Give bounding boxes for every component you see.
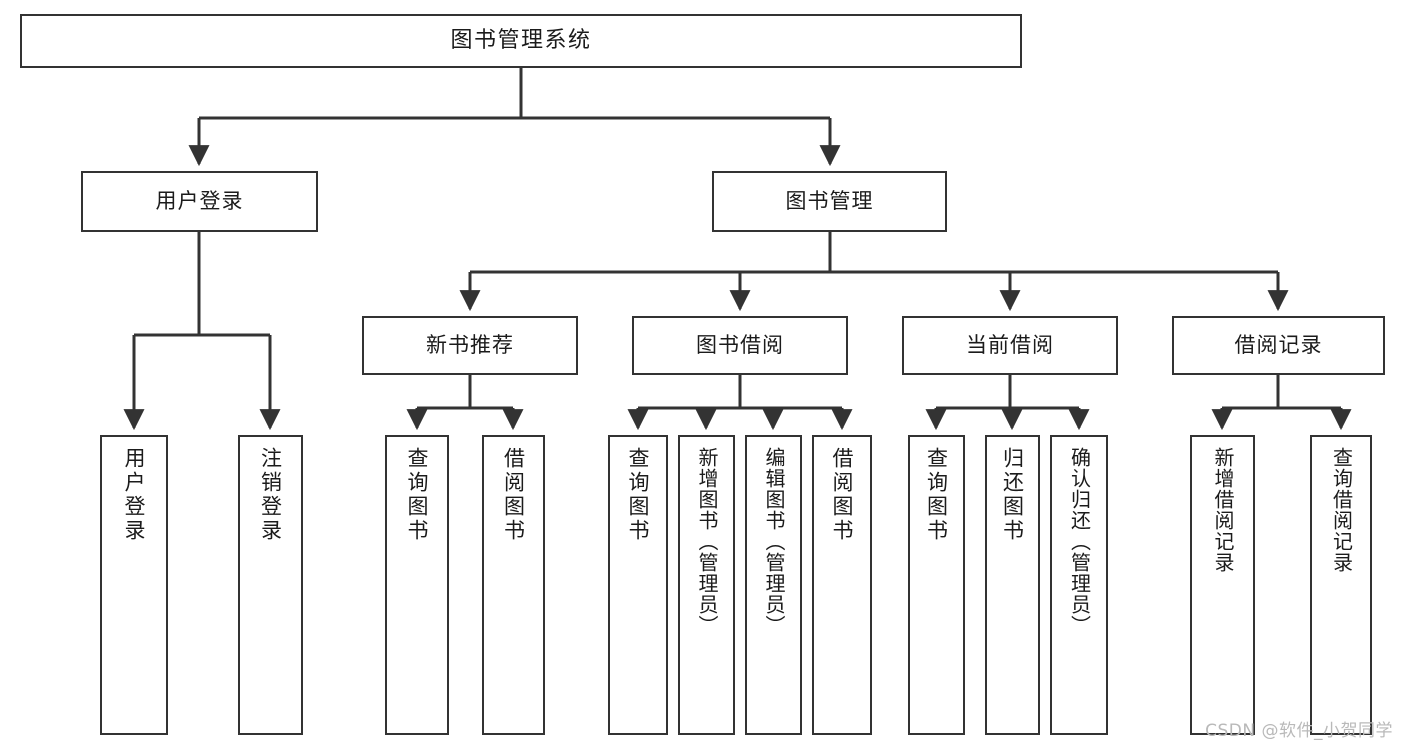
node-label: 编辑图书（管理员） bbox=[762, 447, 786, 636]
leaf-user-login[interactable]: 用户登录 bbox=[100, 435, 168, 735]
node-label: 查询图书 bbox=[924, 447, 949, 543]
node-root-book-management-system[interactable]: 图书管理系统 bbox=[20, 14, 1022, 68]
node-label: 查询图书 bbox=[626, 447, 651, 543]
node-current-borrow[interactable]: 当前借阅 bbox=[902, 316, 1118, 375]
leaf-borrow-book-recommend[interactable]: 借阅图书 bbox=[482, 435, 545, 735]
node-label: 用户登录 bbox=[122, 447, 147, 543]
node-label: 图书管理系统 bbox=[450, 28, 592, 54]
node-label: 新增图书（管理员） bbox=[695, 447, 719, 636]
leaf-query-borrow-record[interactable]: 查询借阅记录 bbox=[1310, 435, 1372, 735]
leaf-logout-login[interactable]: 注销登录 bbox=[238, 435, 303, 735]
node-label: 归还图书 bbox=[1000, 447, 1025, 543]
leaf-query-book-recommend[interactable]: 查询图书 bbox=[385, 435, 449, 735]
node-label: 借阅图书 bbox=[830, 447, 855, 543]
node-label: 查询借阅记录 bbox=[1329, 447, 1354, 573]
node-label: 图书借阅 bbox=[696, 333, 784, 358]
node-book-borrow[interactable]: 图书借阅 bbox=[632, 316, 848, 375]
node-label: 图书管理 bbox=[785, 189, 874, 214]
leaf-add-borrow-record[interactable]: 新增借阅记录 bbox=[1190, 435, 1255, 735]
leaf-borrow-book-borrow[interactable]: 借阅图书 bbox=[812, 435, 872, 735]
node-book-management[interactable]: 图书管理 bbox=[712, 171, 947, 232]
node-label: 借阅记录 bbox=[1234, 333, 1323, 358]
leaf-query-book-borrow[interactable]: 查询图书 bbox=[608, 435, 668, 735]
csdn-watermark: CSDN @软件_小贺同学 bbox=[1205, 721, 1393, 741]
node-new-book-recommend[interactable]: 新书推荐 bbox=[362, 316, 578, 375]
leaf-edit-book-admin[interactable]: 编辑图书（管理员） bbox=[745, 435, 802, 735]
leaf-return-book[interactable]: 归还图书 bbox=[985, 435, 1040, 735]
leaf-confirm-return-admin[interactable]: 确认归还（管理员） bbox=[1050, 435, 1108, 735]
node-label: 注销登录 bbox=[258, 447, 283, 543]
node-label: 当前借阅 bbox=[966, 333, 1054, 358]
node-label: 查询图书 bbox=[405, 447, 430, 543]
node-borrow-record[interactable]: 借阅记录 bbox=[1172, 316, 1385, 375]
node-label: 新增借阅记录 bbox=[1211, 447, 1235, 573]
leaf-add-book-admin[interactable]: 新增图书（管理员） bbox=[678, 435, 735, 735]
node-label: 确认归还（管理员） bbox=[1067, 447, 1092, 636]
node-label: 新书推荐 bbox=[426, 333, 514, 358]
leaf-query-book-current[interactable]: 查询图书 bbox=[908, 435, 965, 735]
node-user-login[interactable]: 用户登录 bbox=[81, 171, 318, 232]
node-label: 借阅图书 bbox=[501, 447, 526, 543]
node-label: 用户登录 bbox=[155, 189, 244, 214]
